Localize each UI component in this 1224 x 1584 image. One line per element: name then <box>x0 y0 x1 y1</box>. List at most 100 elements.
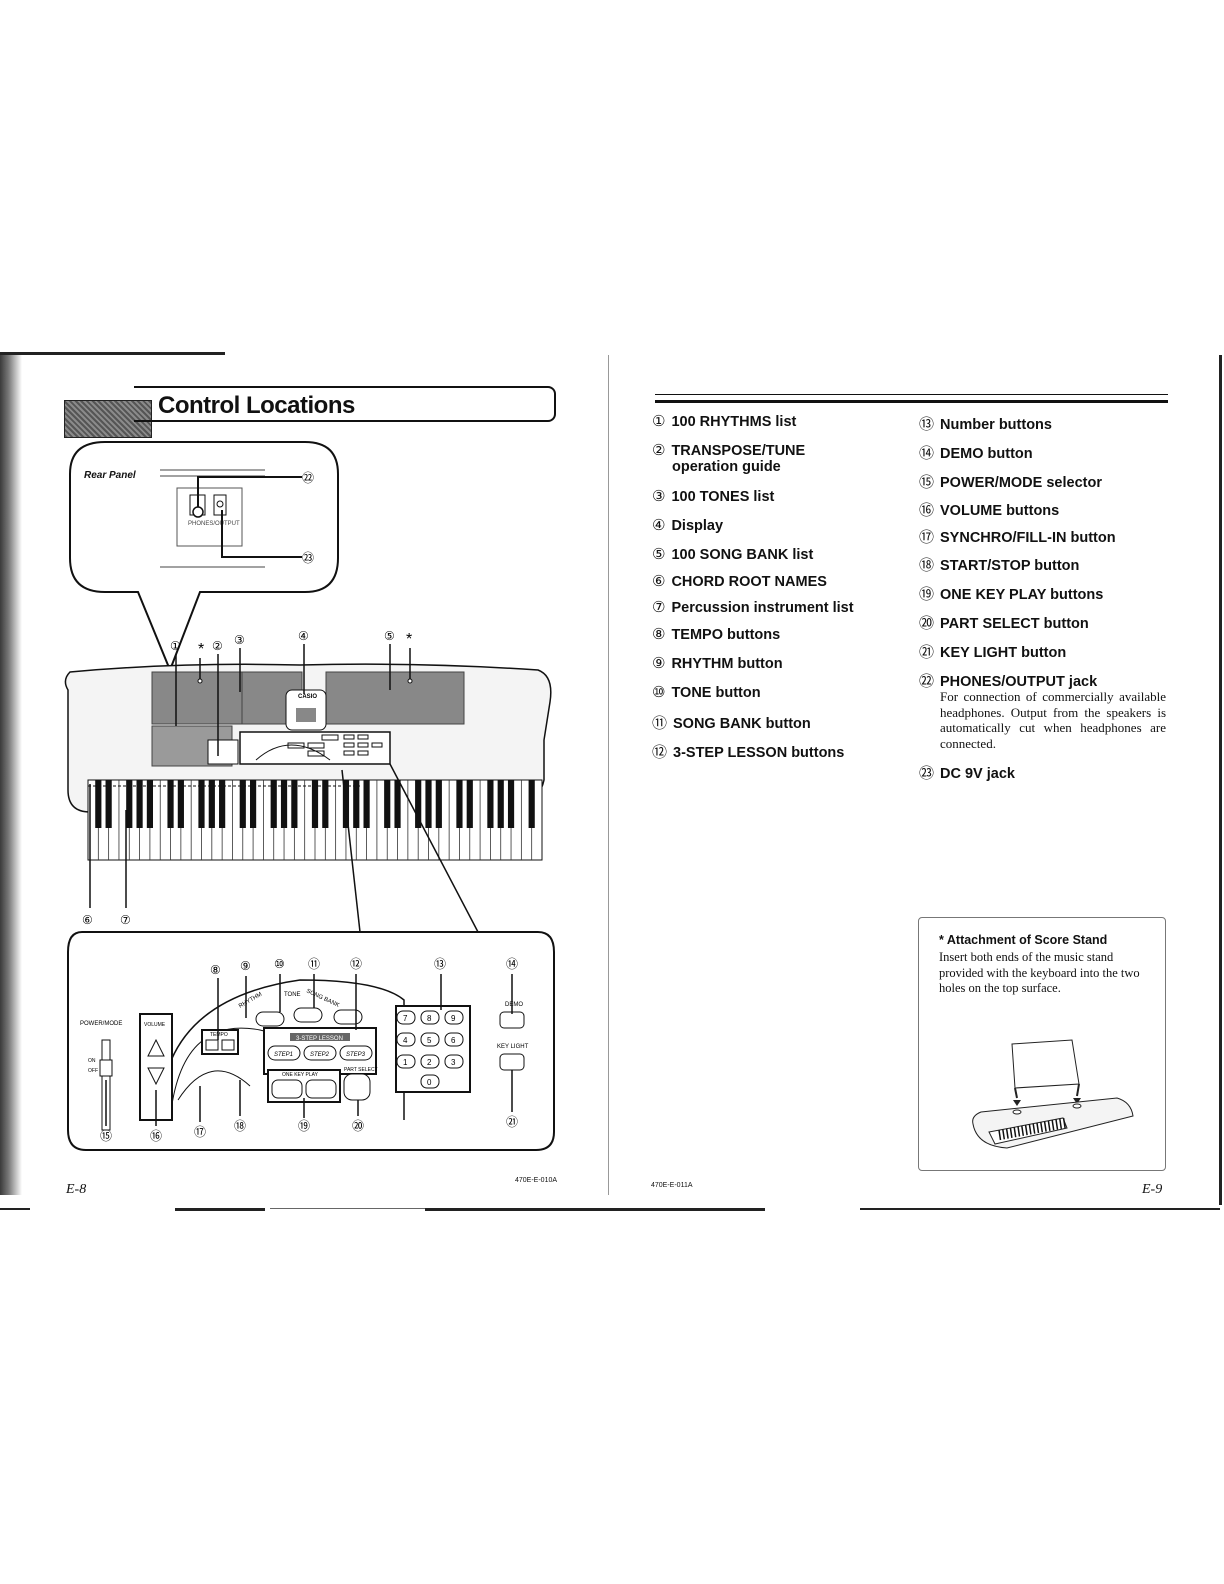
callout-6: ⑥ <box>82 913 93 927</box>
callout-22: ㉒ <box>302 471 314 485</box>
keypad-label: 1 <box>403 1058 408 1067</box>
top-rule-left <box>0 352 225 355</box>
page-number-left: E-8 <box>66 1182 87 1197</box>
callout-18: ⑱ <box>234 1119 246 1133</box>
callout-12: ⑫ <box>350 957 362 971</box>
title-frame <box>134 386 556 422</box>
doc-code-left: 470E-E-010A <box>515 1177 558 1184</box>
svg-text:KEY LIGHT: KEY LIGHT <box>497 1044 529 1050</box>
bottom-rule <box>175 1208 265 1211</box>
keypad-button <box>396 1010 416 1025</box>
scan-shadow <box>0 355 22 1195</box>
keypad-button <box>444 1010 464 1025</box>
callout-9: ⑨ <box>240 959 251 973</box>
callout-4: ④ <box>298 629 309 643</box>
top-double-rule <box>655 394 1168 403</box>
callout-16: ⑯ <box>150 1129 162 1143</box>
keypad-label: 7 <box>403 1014 408 1023</box>
rear-panel-label: Rear Panel <box>84 470 136 481</box>
keypad-label: 8 <box>427 1014 432 1023</box>
score-stand-heading: * Attachment of Score Stand <box>939 933 1108 947</box>
callout-21: ㉑ <box>506 1115 518 1129</box>
callout-17: ⑰ <box>194 1125 206 1139</box>
svg-text:ON: ON <box>88 1058 96 1064</box>
keypad-label: 4 <box>403 1036 408 1045</box>
svg-text:PART SELECT: PART SELECT <box>344 1067 378 1073</box>
svg-text:*: * <box>198 641 204 658</box>
svg-text:TONE: TONE <box>284 992 301 998</box>
svg-text:DEMO: DEMO <box>505 1002 523 1008</box>
bottom-rule <box>860 1208 1220 1210</box>
callout-5: ⑤ <box>384 629 395 643</box>
svg-text:STEP2: STEP2 <box>310 1052 330 1058</box>
keypad-label: 2 <box>427 1058 432 1067</box>
bottom-rule <box>270 1208 560 1209</box>
score-stand-illustration <box>972 1039 1134 1149</box>
svg-text:TEMPO: TEMPO <box>210 1032 228 1038</box>
svg-text:ONE KEY PLAY: ONE KEY PLAY <box>282 1072 319 1078</box>
svg-text:STEP1: STEP1 <box>274 1052 293 1058</box>
keypad-label: 3 <box>451 1058 456 1067</box>
power-mode-label: POWER/MODE <box>80 1021 122 1027</box>
section-title-box: Control Locations <box>64 386 558 438</box>
keypad-button <box>420 1010 440 1025</box>
callout-1: ① <box>170 639 181 653</box>
svg-text:STEP3: STEP3 <box>346 1052 366 1058</box>
svg-text:3-STEP LESSON: 3-STEP LESSON <box>296 1036 343 1042</box>
svg-text:CASIO: CASIO <box>298 694 317 700</box>
keypad-label: 6 <box>451 1036 456 1045</box>
page-gutter <box>608 355 609 1195</box>
page-number-right: E-9 <box>1142 1182 1163 1197</box>
callout-23: ㉓ <box>302 551 314 565</box>
svg-text:OFF: OFF <box>88 1068 98 1074</box>
score-stand-text: Insert both ends of the music stand prov… <box>939 950 1140 995</box>
keypad-button <box>420 1074 440 1089</box>
rhythm-list-panel <box>151 671 243 725</box>
callout-2: ② <box>212 639 223 653</box>
callout-8: ⑧ <box>210 963 221 977</box>
callout-20: ⑳ <box>352 1119 364 1133</box>
callout-13: ⑬ <box>434 957 446 971</box>
callout-15: ⑮ <box>100 1129 112 1143</box>
right-edge-rule <box>1219 355 1222 1205</box>
keyboard-diagram: PHONES/OUTPUT ㉒ ㉓ CASIO ① * ② ③ ④ ⑤ * ⑥ … <box>64 441 555 1151</box>
doc-code-right: 470E-E-011A <box>651 1182 693 1189</box>
svg-text:*: * <box>406 631 412 648</box>
phones-output-description: For connection of commercially available… <box>940 689 1166 751</box>
keypad-button <box>444 1032 464 1047</box>
callout-11: ⑪ <box>308 957 320 971</box>
svg-text:VOLUME: VOLUME <box>144 1022 166 1028</box>
callout-10: ⑩ <box>274 957 285 971</box>
keypad-button <box>420 1054 440 1069</box>
keypad-button <box>420 1032 440 1047</box>
score-stand-note: * Attachment of Score Stand Insert both … <box>918 917 1166 1171</box>
keypad-label: 9 <box>451 1014 456 1023</box>
bottom-rule <box>425 1208 765 1211</box>
callout-7: ⑦ <box>120 913 131 927</box>
rear-panel-bubble <box>69 441 339 673</box>
songbank-list-panel <box>325 671 465 725</box>
callout-14: ⑭ <box>506 957 518 971</box>
